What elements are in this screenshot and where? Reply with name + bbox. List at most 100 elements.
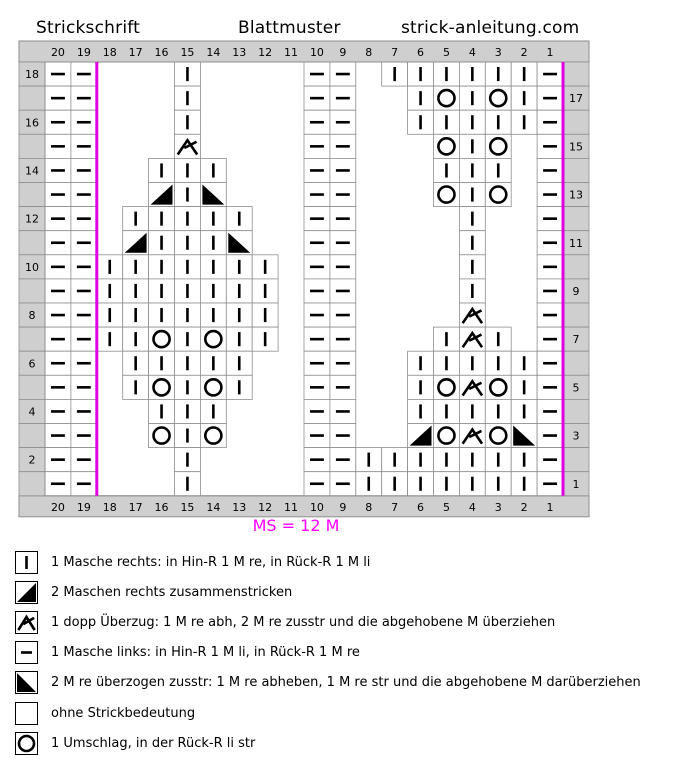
chart-cell <box>484 471 512 497</box>
skp-mark <box>228 232 251 253</box>
chart-cell <box>329 423 357 449</box>
chart-cell <box>148 206 175 232</box>
legend-text: 1 Masche rechts: in Hin-R 1 M re, in Rüc… <box>51 554 371 570</box>
chart-cell <box>433 447 460 473</box>
legend-item: 1 Umschlag, in der Rück-R li str <box>15 731 255 755</box>
chart-cell <box>484 61 512 87</box>
row-strip-right <box>562 61 590 87</box>
chart-cell <box>484 423 512 449</box>
legend-text: 2 Maschen rechts zusammenstricken <box>51 584 293 600</box>
row-strip-left <box>18 350 46 376</box>
column-label-top: 5 <box>443 46 450 59</box>
column-label-bottom: 10 <box>310 501 324 514</box>
cell-box <box>458 133 486 159</box>
chart-cell <box>433 398 460 424</box>
chart-cell <box>44 326 72 352</box>
chart-cell <box>148 278 175 304</box>
row-label-left: 10 <box>25 261 39 274</box>
chart-cell <box>70 423 98 449</box>
column-label-top: 17 <box>129 46 143 59</box>
chart-cell <box>433 133 460 159</box>
legend-text: 2 M re überzogen zusstr: 1 M re abheben,… <box>51 675 641 691</box>
chart-cell <box>303 133 331 159</box>
row-strip-left <box>18 133 46 159</box>
double-decrease-mark <box>461 330 484 349</box>
chart-cell <box>407 109 434 135</box>
column-label-top: 4 <box>469 46 476 59</box>
row-strip-left <box>18 374 46 400</box>
chart-cell <box>148 182 175 208</box>
chart-cell <box>381 447 409 473</box>
row-label-left: 12 <box>25 213 39 226</box>
site-name: strick-anleitung.com <box>401 18 580 38</box>
chart-cell <box>329 157 357 183</box>
chart-cell <box>122 302 149 328</box>
column-label-bottom: 2 <box>521 501 528 514</box>
column-label-bottom: 3 <box>495 501 502 514</box>
row-strip-right <box>562 326 590 352</box>
chart-cell <box>174 350 201 376</box>
chart-cell <box>329 109 357 135</box>
chart-cell <box>536 109 564 135</box>
chart-cell <box>174 85 201 111</box>
chart-cell <box>329 133 357 159</box>
chart-cell <box>355 447 383 473</box>
chart-cell <box>433 471 460 497</box>
chart-cell <box>174 398 201 424</box>
chart-cell <box>225 350 253 376</box>
chart-cell <box>44 206 72 232</box>
column-label-top: 14 <box>206 46 220 59</box>
chart-cell <box>174 230 201 256</box>
chart-cell <box>407 350 434 376</box>
chart-cell <box>44 254 72 280</box>
legend-item: 1 Masche links: in Hin-R 1 M li, in Rück… <box>15 641 360 665</box>
skp-symbol-icon <box>15 671 38 695</box>
chart-cell <box>510 398 538 424</box>
row-strip-left <box>18 61 46 87</box>
row-strip-left <box>18 206 46 232</box>
row-label-left: 18 <box>25 68 39 81</box>
cell-box <box>70 278 98 304</box>
yarn-over-mark <box>152 329 171 349</box>
chart-cell <box>148 423 175 449</box>
column-label-bottom: 17 <box>129 501 143 514</box>
chart-cell <box>70 230 98 256</box>
chart-cell <box>433 350 460 376</box>
row-strip-right <box>562 85 590 111</box>
row-strip-left <box>18 85 46 111</box>
chart-cell <box>199 350 227 376</box>
chart-cell <box>510 447 538 473</box>
chart-cell <box>536 85 564 111</box>
column-label-bottom: 11 <box>284 501 298 514</box>
chart-cell <box>199 326 227 352</box>
row-strip-left <box>18 326 46 352</box>
column-label-top: 9 <box>339 46 346 59</box>
chart-cell <box>70 85 98 111</box>
chart-cell <box>381 471 409 497</box>
chart-cell <box>458 133 486 159</box>
chart-cell <box>484 133 512 159</box>
chart-cell <box>44 471 72 497</box>
k2tog-mark <box>124 232 147 253</box>
chart-cell <box>148 157 175 183</box>
chart-cell <box>458 447 486 473</box>
chart-cell <box>329 254 357 280</box>
chart-cell <box>199 157 227 183</box>
column-label-bottom: 1 <box>547 501 554 514</box>
chart-cell <box>510 423 538 449</box>
chart-cell <box>174 447 201 473</box>
legend-item: ohne Strickbedeutung <box>15 701 195 725</box>
chart-cell <box>536 374 564 400</box>
row-strip-right <box>562 302 590 328</box>
chart-cell <box>484 350 512 376</box>
yo-symbol-icon <box>15 731 38 755</box>
chart-cell <box>484 182 512 208</box>
chart-cell <box>458 230 486 256</box>
chart-cell <box>303 350 331 376</box>
chart-cell <box>329 447 357 473</box>
k2tog-symbol-icon <box>15 580 38 604</box>
chart-cell <box>536 230 564 256</box>
row-strip-right <box>562 398 590 424</box>
chart-cell <box>407 61 434 87</box>
column-label-bottom: 19 <box>77 501 91 514</box>
